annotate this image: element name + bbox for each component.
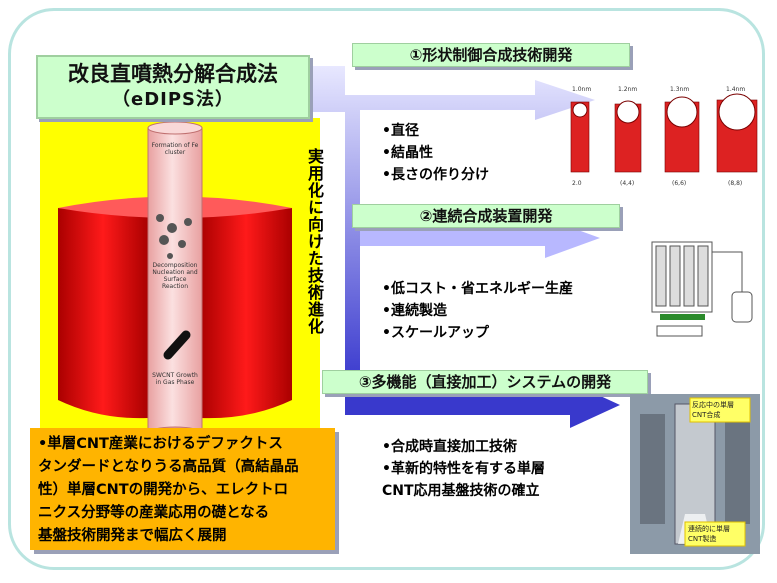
section-2-heading: ②連続合成装置開発 (352, 204, 620, 228)
section-1-bullet: •結晶性 (382, 145, 433, 161)
summary-line: •単層CNT産業におけるデファクトス (38, 436, 283, 452)
photo-annotation-bottom: 連続的に単層CNT製造 (688, 525, 730, 543)
summary-line: ニクス分野等の産業応用の礎となる (38, 505, 270, 521)
section-1-bullet: •長さの作り分け (382, 167, 489, 183)
apparatus-photo (630, 394, 760, 554)
section-2-bullet: •低コスト・省エネルギー生産 (382, 281, 573, 297)
section-3-heading: ③多機能（直接加工）システムの開発 (322, 370, 648, 394)
method-title-box: 改良直噴熱分解合成法 （eDIPS法） (36, 55, 310, 119)
method-title: 改良直噴熱分解合成法 (68, 62, 278, 86)
process-arrows (305, 66, 620, 428)
reactor-label-top: Formation of Fe cluster (151, 142, 199, 156)
section-3-bullet: •革新的特性を有する単層 (382, 461, 545, 477)
reactor-tube (147, 127, 203, 434)
section-2-bullet: •スケールアップ (382, 325, 489, 341)
summary-line: 性）単層CNTの開発から、エレクトロ (38, 482, 289, 498)
furnace-left (58, 208, 148, 419)
section-1-heading: ①形状制御合成技術開発 (352, 43, 630, 67)
cnt-label: 1.4nm (726, 86, 746, 93)
section-3-bullet: •合成時直接加工技術 (382, 439, 517, 455)
reactor-label-middle: Decomposition Nucleation and Surface Rea… (152, 262, 198, 290)
cnt-label: 1.3nm (670, 86, 690, 93)
apparatus-schematic (651, 241, 753, 337)
vertical-label: 実用化に向けた技術進化 (305, 148, 324, 335)
section-3-bullet: CNT応用基盤技術の確立 (382, 483, 540, 499)
reactor-label-bottom: SWCNT Growth in Gas Phase (152, 372, 198, 386)
summary-line: 基盤技術開発まで幅広く展開 (38, 528, 227, 544)
cnt-label: (4,4) (620, 180, 635, 187)
cnt-label: (8,8) (728, 180, 743, 187)
method-subtitle: （eDIPS法） (111, 89, 234, 110)
furnace-right (200, 208, 292, 419)
section-2-bullet: •連続製造 (382, 303, 447, 319)
cnt-label: 1.0nm (572, 86, 592, 93)
photo-annotation-top: 反応中の単層CNT合成 (692, 401, 734, 419)
cnt-models-image (570, 93, 758, 173)
summary-box: •単層CNT産業におけるデファクトス タンダードとなりうる高品質（高結晶品 性）… (30, 428, 335, 550)
section-1-bullet: •直径 (382, 123, 419, 139)
cnt-label: 1.2nm (618, 86, 638, 93)
summary-line: タンダードとなりうる高品質（高結晶品 (38, 459, 299, 475)
cnt-label: 2.0 (572, 180, 582, 187)
cnt-label: (6,6) (672, 180, 687, 187)
